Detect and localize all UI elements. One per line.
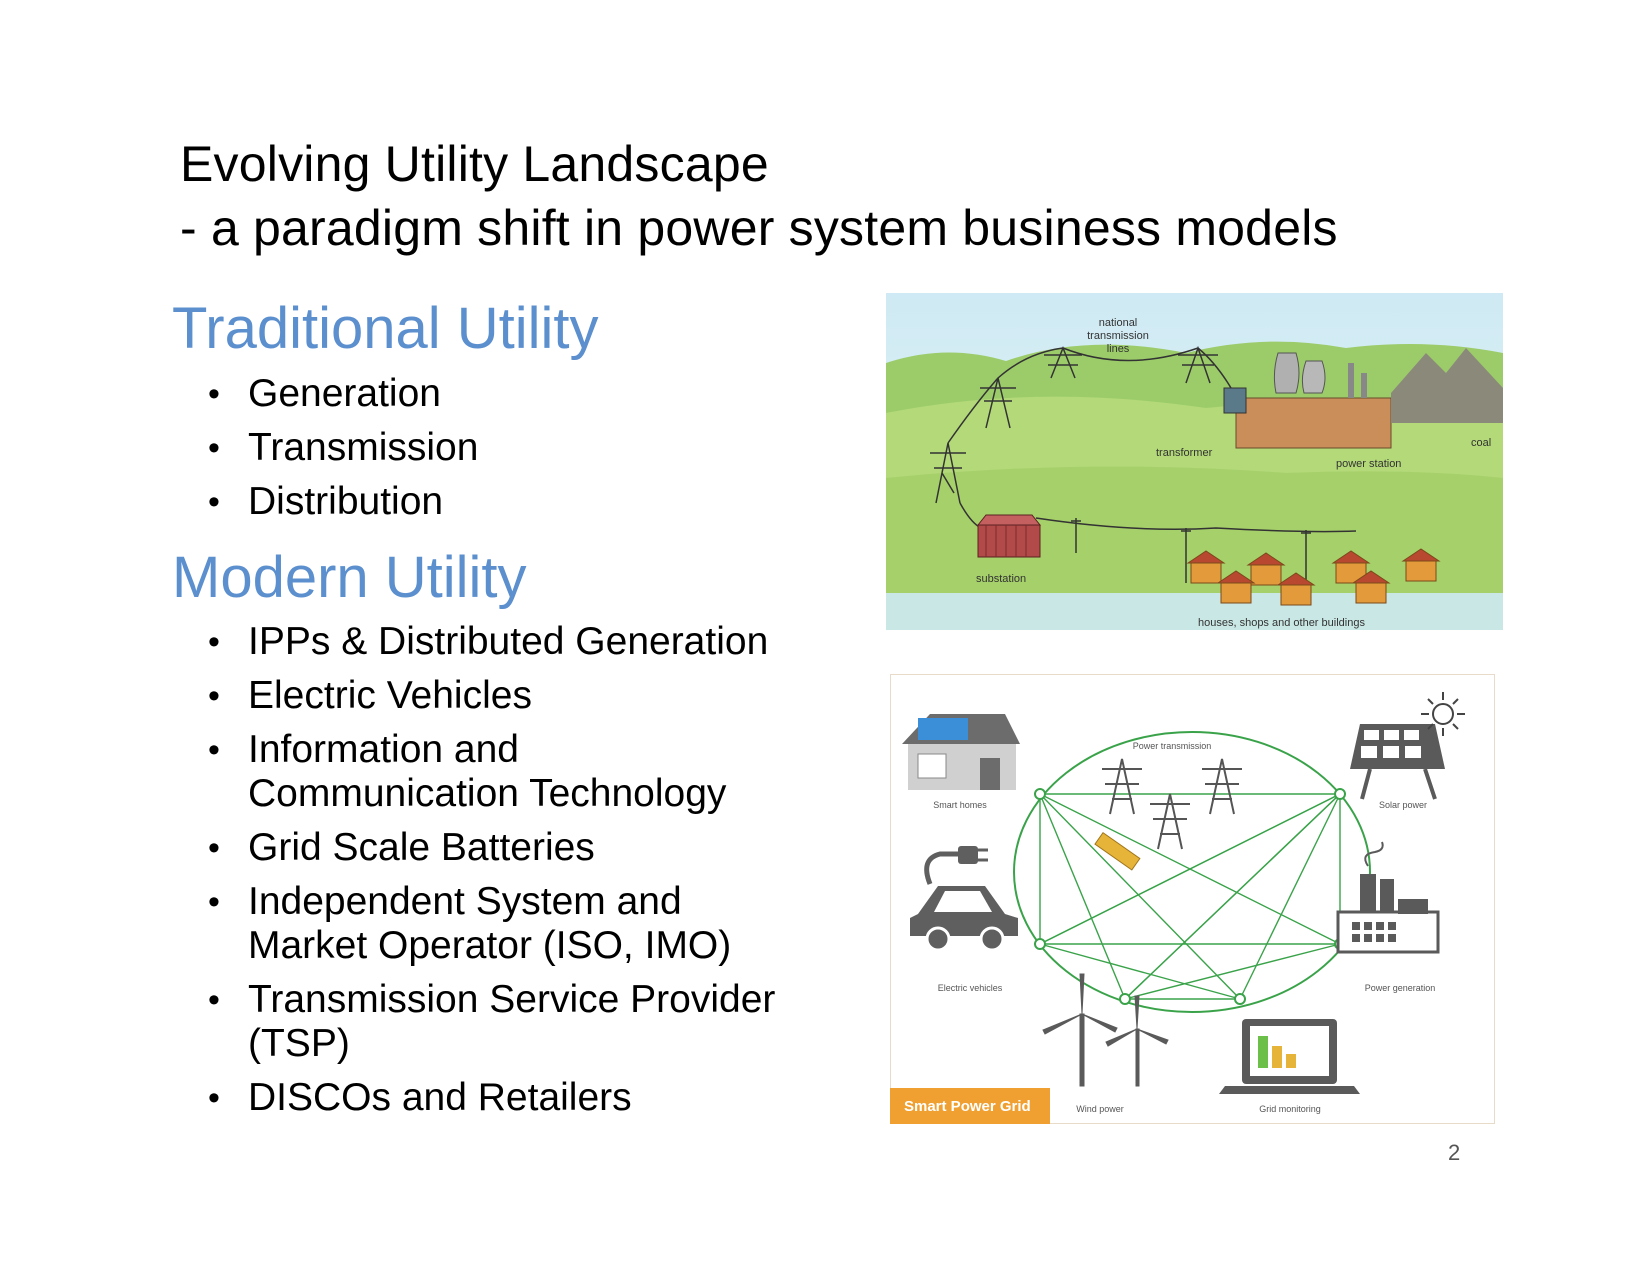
transmission-towers bbox=[930, 345, 1232, 529]
bullet-icon: • bbox=[208, 731, 220, 769]
smart-home-icon bbox=[902, 714, 1020, 790]
electric-vehicle-icon bbox=[910, 846, 1018, 952]
battery-icon bbox=[1094, 831, 1141, 871]
distribution-lines bbox=[1035, 517, 1357, 583]
label-substation: substation bbox=[976, 573, 1026, 585]
power-transmission-icon bbox=[1102, 758, 1242, 850]
list-item: •Generation bbox=[208, 372, 441, 415]
label-power-station: power station bbox=[1336, 458, 1401, 470]
bullet-icon: • bbox=[208, 829, 220, 867]
list-item: •Grid Scale Batteries bbox=[208, 826, 595, 869]
smart-grid-illustration: Smart Power Grid Power transmission Smar… bbox=[890, 674, 1495, 1124]
bullet-icon: • bbox=[208, 483, 220, 521]
label-solar-power: Solar power bbox=[1379, 800, 1427, 810]
list-item: •Distribution bbox=[208, 480, 444, 523]
label-national-line1: national bbox=[1099, 317, 1138, 329]
label-wind-power: Wind power bbox=[1076, 1104, 1124, 1114]
page-number: 2 bbox=[1448, 1140, 1461, 1165]
smart-power-grid-badge bbox=[890, 1088, 1050, 1124]
transformer-icon bbox=[1223, 387, 1247, 414]
traditional-utility-list: •Generation •Transmission •Distribution bbox=[208, 372, 478, 534]
substation-icon bbox=[976, 514, 1042, 558]
list-item: •Electric Vehicles bbox=[208, 674, 532, 717]
coal-pile bbox=[1391, 348, 1503, 423]
bullet-icon: • bbox=[208, 429, 220, 467]
ground-strip bbox=[886, 593, 1503, 630]
list-item: •IPPs & Distributed Generation bbox=[208, 620, 769, 663]
solar-power-icon bbox=[1350, 692, 1465, 800]
wind-power-icon bbox=[1042, 973, 1169, 1087]
houses-icon bbox=[1186, 548, 1441, 606]
slide-title-line1: Evolving Utility Landscape bbox=[180, 136, 769, 192]
traditional-utility-heading: Traditional Utility bbox=[172, 296, 599, 361]
label-power-generation: Power generation bbox=[1365, 983, 1436, 993]
traditional-grid-illustration: national transmission lines transformer … bbox=[886, 293, 1503, 630]
power-station-icon bbox=[1235, 348, 1503, 449]
slide-title: Evolving Utility Landscape - a paradigm … bbox=[180, 132, 1338, 260]
bullet-icon: • bbox=[208, 375, 220, 413]
bullet-icon: • bbox=[208, 883, 220, 921]
modern-utility-heading: Modern Utility bbox=[172, 545, 527, 610]
badge-label: Smart Power Grid bbox=[904, 1098, 1031, 1115]
label-national-line3: lines bbox=[1107, 343, 1130, 355]
list-item: •DISCOs and Retailers bbox=[208, 1076, 632, 1119]
label-houses: houses, shops and other buildings bbox=[1198, 617, 1365, 629]
label-coal: coal bbox=[1471, 437, 1491, 449]
bullet-icon: • bbox=[208, 981, 220, 1019]
list-item: •Transmission Service Provider(TSP) bbox=[208, 978, 776, 1065]
bullet-icon: • bbox=[208, 1079, 220, 1117]
bullet-icon: • bbox=[208, 677, 220, 715]
slide-title-line2: - a paradigm shift in power system busin… bbox=[180, 200, 1338, 256]
power-generation-icon bbox=[1336, 841, 1440, 954]
label-grid-monitoring: Grid monitoring bbox=[1259, 1104, 1321, 1114]
modern-utility-list: •IPPs & Distributed Generation •Electric… bbox=[208, 620, 775, 1130]
label-power-transmission: Power transmission bbox=[1133, 741, 1212, 751]
label-transformer: transformer bbox=[1156, 447, 1213, 459]
label-electric-vehicles: Electric vehicles bbox=[938, 983, 1003, 993]
list-item: •Transmission bbox=[208, 426, 479, 469]
grid-monitoring-icon bbox=[1219, 1019, 1360, 1094]
bullet-icon: • bbox=[208, 623, 220, 661]
label-smart-homes: Smart homes bbox=[933, 800, 987, 810]
lower-field bbox=[886, 466, 1503, 630]
label-national-line2: transmission bbox=[1087, 330, 1149, 342]
